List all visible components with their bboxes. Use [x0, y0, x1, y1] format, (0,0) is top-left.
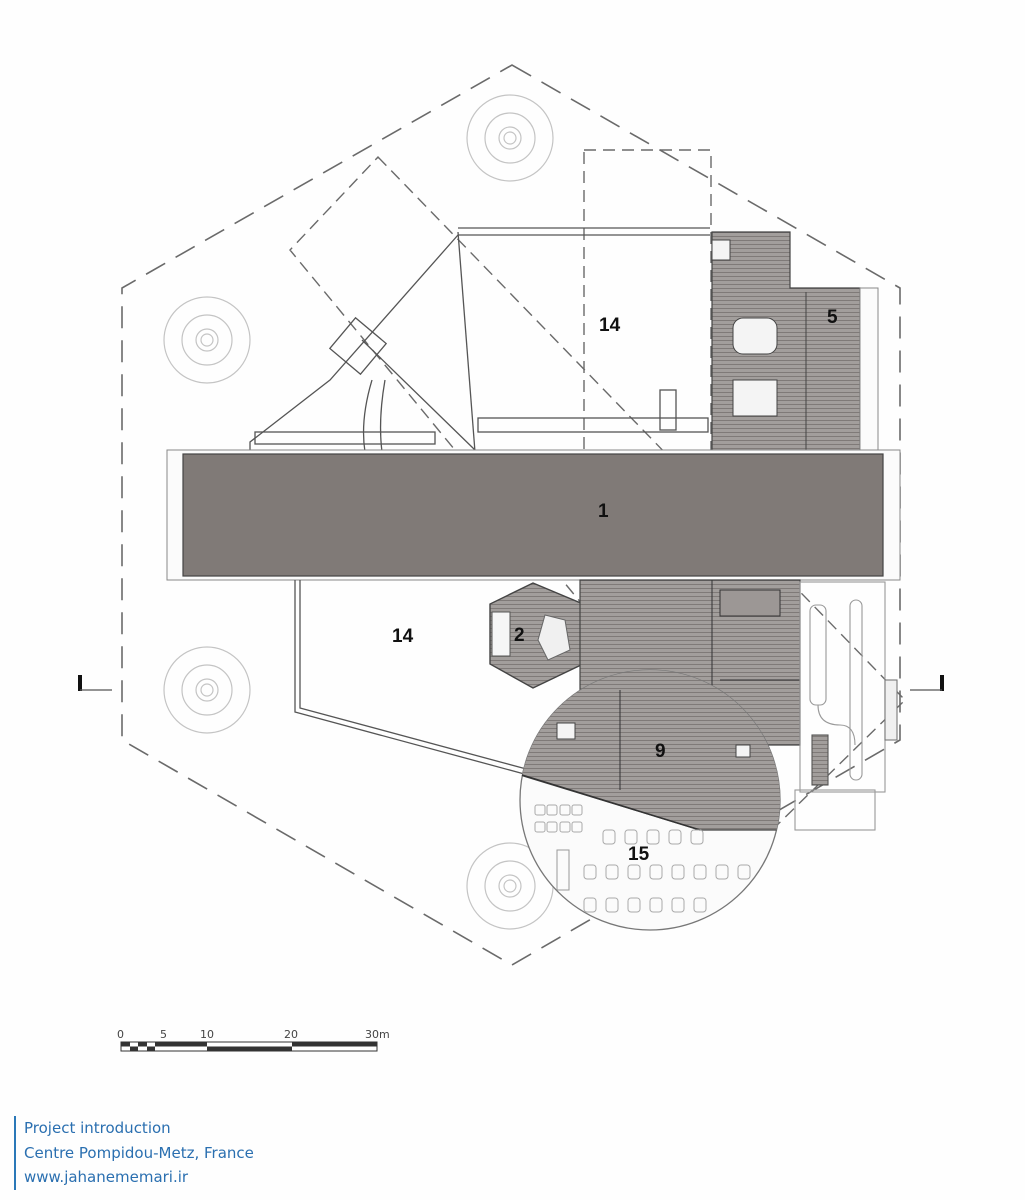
label-room-5: 5: [827, 307, 838, 328]
column-bottom: [466, 842, 554, 930]
caption-block: Project introduction Centre Pompidou-Met…: [14, 1116, 254, 1190]
column-left-upper: [163, 296, 251, 384]
section-marker-right: [910, 675, 944, 691]
seat-pairs-left: [534, 804, 583, 833]
caption-website: www.jahanememari.ir: [24, 1168, 189, 1186]
label-room-14-upper: 14: [599, 315, 621, 336]
column-foundations: [163, 94, 554, 930]
seat-row-1: [602, 829, 704, 845]
caption-title: Project introduction: [24, 1119, 171, 1137]
label-room-1: 1: [598, 501, 609, 522]
hall-14-lower: [294, 580, 531, 776]
scale-tick-10: 10: [200, 1028, 214, 1041]
label-room-15: 15: [628, 844, 650, 865]
caption-project-name: Centre Pompidou-Metz, France: [24, 1143, 254, 1162]
service-block-5: [711, 231, 879, 453]
hall-14-upper: [249, 227, 710, 455]
scale-tick-20: 20: [284, 1028, 298, 1041]
gallery-1: [166, 449, 901, 581]
roof-hexagon-outline: [121, 64, 901, 966]
label-room-2: 2: [514, 625, 525, 646]
seat-row-3: [583, 897, 707, 913]
hexagon-room-2: [489, 582, 605, 689]
label-room-9: 9: [655, 741, 666, 762]
mechanical-area: [794, 581, 898, 831]
seat-row-2: [583, 864, 751, 880]
scale-tick-0: 0: [117, 1028, 124, 1041]
column-top: [466, 94, 554, 182]
room-labels: 1 2 5 9 14 14 15: [392, 307, 838, 865]
scale-tick-5: 5: [160, 1028, 167, 1041]
label-room-14-lower: 14: [392, 626, 414, 647]
seating-15: [534, 804, 751, 913]
section-marker-left: [78, 675, 112, 691]
scale-bar: 0 5 10 20 30m: [117, 1028, 390, 1052]
scale-tick-30: 30m: [365, 1028, 390, 1041]
column-left-lower: [163, 646, 251, 734]
